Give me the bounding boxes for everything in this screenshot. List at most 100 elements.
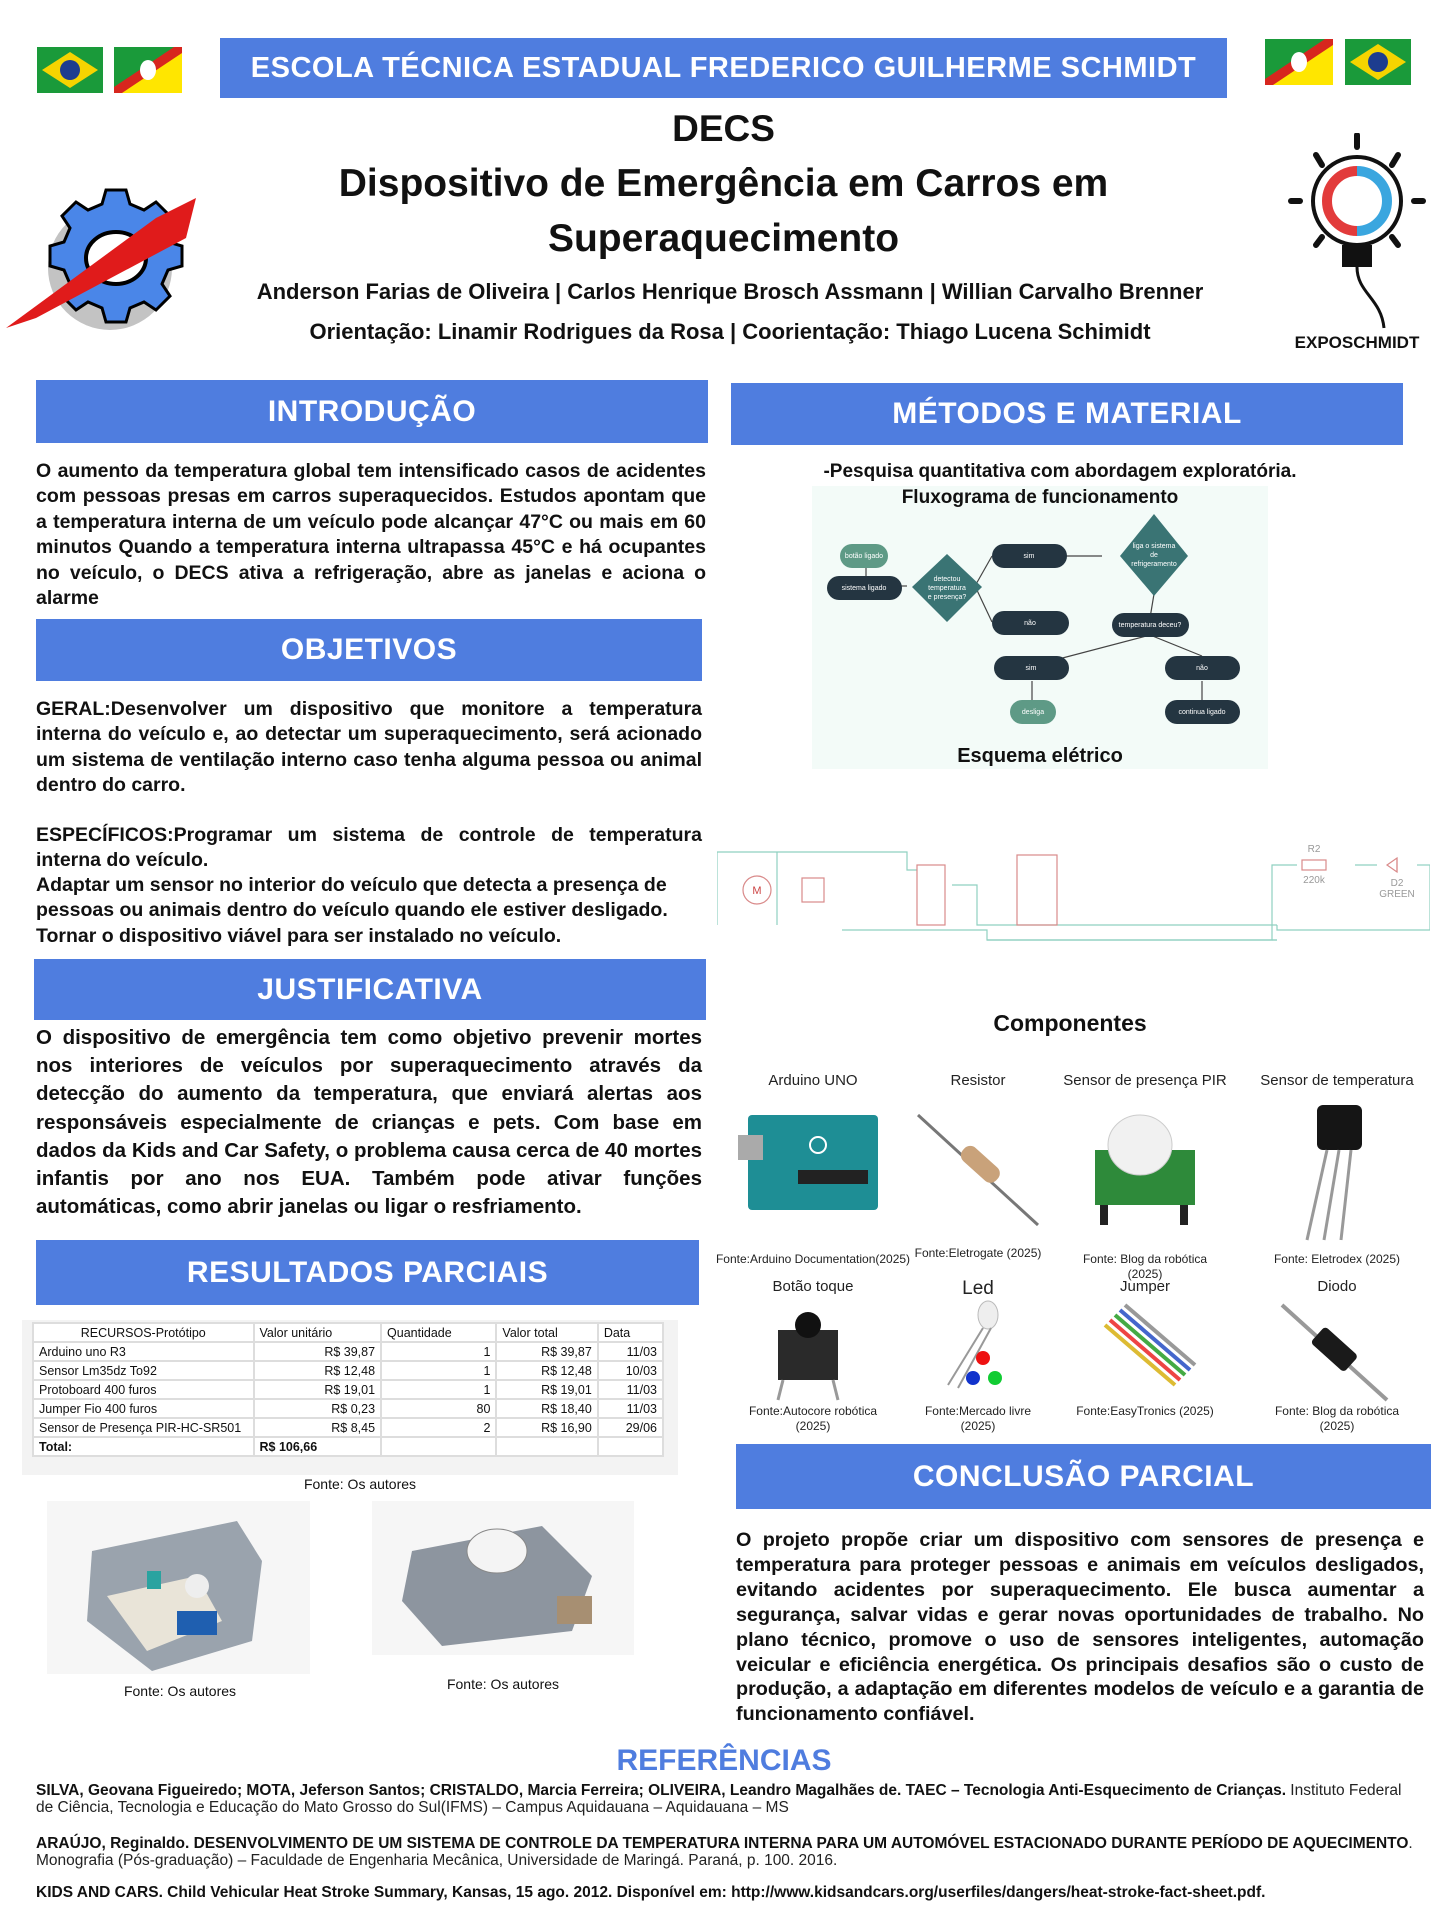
section-header-justificativa: JUSTIFICATIVA: [34, 959, 706, 1020]
advisors: Orientação: Linamir Rodrigues da Rosa | …: [309, 319, 1151, 344]
exposchmidt-label: EXPOSCHMIDT: [1294, 333, 1420, 352]
svg-text:e presença?: e presença?: [928, 594, 967, 601]
component-name: Led: [962, 1278, 994, 1299]
table-cell: 11/03: [596, 1398, 665, 1419]
table-cell: R$ 8,45: [252, 1417, 383, 1438]
component-source: Fonte:EasyTronics (2025): [1076, 1404, 1214, 1418]
component-source: Fonte:Arduino Documentation(2025): [715, 1252, 911, 1266]
table-cell: 80: [380, 1398, 498, 1419]
school-gear-logo: [6, 188, 211, 343]
prototype-box-render: [47, 1501, 310, 1674]
svg-text:temperatura: temperatura: [928, 585, 966, 592]
component-photo: [903, 1100, 1053, 1250]
objetivos-geral: GERAL:Desenvolver um dispositivo que mon…: [36, 698, 702, 797]
reference-item: ARAÚJO, Reginaldo. DESENVOLVIMENTO DE UM…: [36, 1835, 1413, 1869]
component-name: Sensor de presença PIR: [1063, 1072, 1227, 1089]
introducao-text: O aumento da temperatura global tem inte…: [36, 460, 706, 610]
component-photo: [738, 1100, 888, 1250]
component-name: Arduino UNO: [768, 1072, 858, 1089]
table-cell: R$ 39,87: [495, 1341, 599, 1362]
flow-node-sistema: sistema ligado: [827, 576, 902, 600]
component-source: Fonte: Eletrodex (2025): [1273, 1252, 1401, 1266]
component-source: Fonte: Blog da robótica (2025): [1082, 1252, 1208, 1281]
reference-item: KIDS AND CARS. Child Vehicular Heat Stro…: [36, 1884, 1266, 1901]
flow-node-desliga: desliga: [1010, 700, 1056, 724]
metodos-line: -Pesquisa quantitativa com abordagem exp…: [823, 461, 1297, 482]
component-name: Botão toque: [772, 1278, 854, 1295]
column-header: Data: [596, 1322, 665, 1343]
rs-flag-icon: [114, 47, 182, 93]
rs-flag-icon: [1265, 39, 1333, 85]
svg-text:detectou: detectou: [934, 576, 961, 583]
svg-text:desliga: desliga: [1022, 709, 1044, 716]
table-cell: 1: [380, 1360, 498, 1381]
brazil-flag-icon: [1345, 39, 1411, 85]
table-header-row: RECURSOS-Protótipo Valor unitário Quanti…: [32, 1322, 665, 1343]
reference-item: SILVA, Geovana Figueiredo; MOTA, Jeferso…: [36, 1782, 1402, 1816]
component-name: Resistor: [950, 1072, 1006, 1089]
table-cell: 10/03: [596, 1360, 665, 1381]
components-title: Componentes: [993, 1010, 1147, 1036]
flow-node-sim: sim: [992, 544, 1067, 568]
component-source: Fonte: Blog da robótica (2025): [1274, 1404, 1400, 1433]
component-name: Diodo: [1317, 1278, 1357, 1295]
table-cell: 29/06: [596, 1417, 665, 1438]
flow-node-nao: não: [992, 611, 1069, 635]
authors: Anderson Farias de Oliveira | Carlos Hen…: [256, 279, 1204, 304]
image-source: Fonte: Os autores: [123, 1683, 237, 1699]
flow-decision-detectou: detectou temperatura e presença?: [912, 554, 982, 622]
table-cell: 2: [380, 1417, 498, 1438]
section-header-resultados: RESULTADOS PARCIAIS: [36, 1240, 699, 1305]
flow-decision-liga: liga o sistema de refrigeramento: [1120, 514, 1188, 596]
project-title-line2: Superaquecimento: [547, 217, 900, 260]
svg-text:refrigeramento: refrigeramento: [1131, 561, 1177, 568]
resistor-value: 220k: [1303, 875, 1326, 886]
table-cell: R$ 12,48: [495, 1360, 599, 1381]
table-cell: Arduino uno R3: [32, 1341, 255, 1362]
flow-node-botao: botão ligado: [840, 544, 888, 568]
svg-text:não: não: [1024, 620, 1036, 627]
component-source: Fonte:Autocore robótica (2025): [748, 1404, 878, 1433]
sensor-case-render: [372, 1501, 634, 1655]
component-name: Sensor de temperatura: [1260, 1072, 1414, 1089]
table-cell: Protoboard 400 furos: [32, 1379, 255, 1400]
table-cell: Jumper Fio 400 furos: [32, 1398, 255, 1419]
svg-text:botão ligado: botão ligado: [845, 553, 883, 560]
objetivos-item: Tornar o dispositivo viável para ser ins…: [36, 925, 562, 947]
total-value: R$ 106,66: [252, 1436, 383, 1457]
schematic-title: Esquema elétrico: [957, 745, 1123, 767]
svg-text:liga o sistema: liga o sistema: [1133, 543, 1176, 550]
column-header: Valor unitário: [252, 1322, 383, 1343]
flowchart: Fluxograma de funcionamento botão ligado…: [812, 486, 1268, 769]
component-source: Fonte:Mercado livre (2025): [924, 1404, 1032, 1433]
svg-text:sim: sim: [1024, 553, 1035, 560]
flow-node-nao2: não: [1165, 656, 1240, 680]
table-cell: R$ 12,48: [252, 1360, 383, 1381]
table-cell: 11/03: [596, 1341, 665, 1362]
component-photo: [903, 1300, 1053, 1405]
column-header: Quantidade: [380, 1322, 498, 1343]
diode-color: GREEN: [1379, 889, 1415, 900]
svg-text:de: de: [1150, 552, 1158, 559]
section-header-conclusao: CONCLUSÃO PARCIAL: [736, 1444, 1431, 1509]
objetivos-especificos: ESPECÍFICOS:Programar um sistema de cont…: [36, 824, 702, 872]
svg-text:não: não: [1196, 665, 1208, 672]
section-header-introducao: INTRODUÇÃO: [36, 380, 708, 443]
table-cell: 1: [380, 1341, 498, 1362]
brazil-flag-icon: [37, 47, 103, 93]
table-cell: 11/03: [596, 1379, 665, 1400]
total-label: Total:: [32, 1436, 255, 1457]
svg-text:continua ligado: continua ligado: [1178, 709, 1225, 716]
flowchart-title: Fluxograma de funcionamento: [901, 487, 1179, 508]
school-banner: ESCOLA TÉCNICA ESTADUAL FREDERICO GUILHE…: [220, 38, 1227, 98]
flow-node-continua: continua ligado: [1165, 700, 1240, 724]
table-cell: Sensor Lm35dz To92: [32, 1360, 255, 1381]
table-source: Fonte: Os autores: [303, 1476, 417, 1492]
references-title: REFERÊNCIAS: [616, 1744, 832, 1777]
component-photo: [1262, 1300, 1412, 1405]
diode-label: D2: [1391, 878, 1404, 889]
